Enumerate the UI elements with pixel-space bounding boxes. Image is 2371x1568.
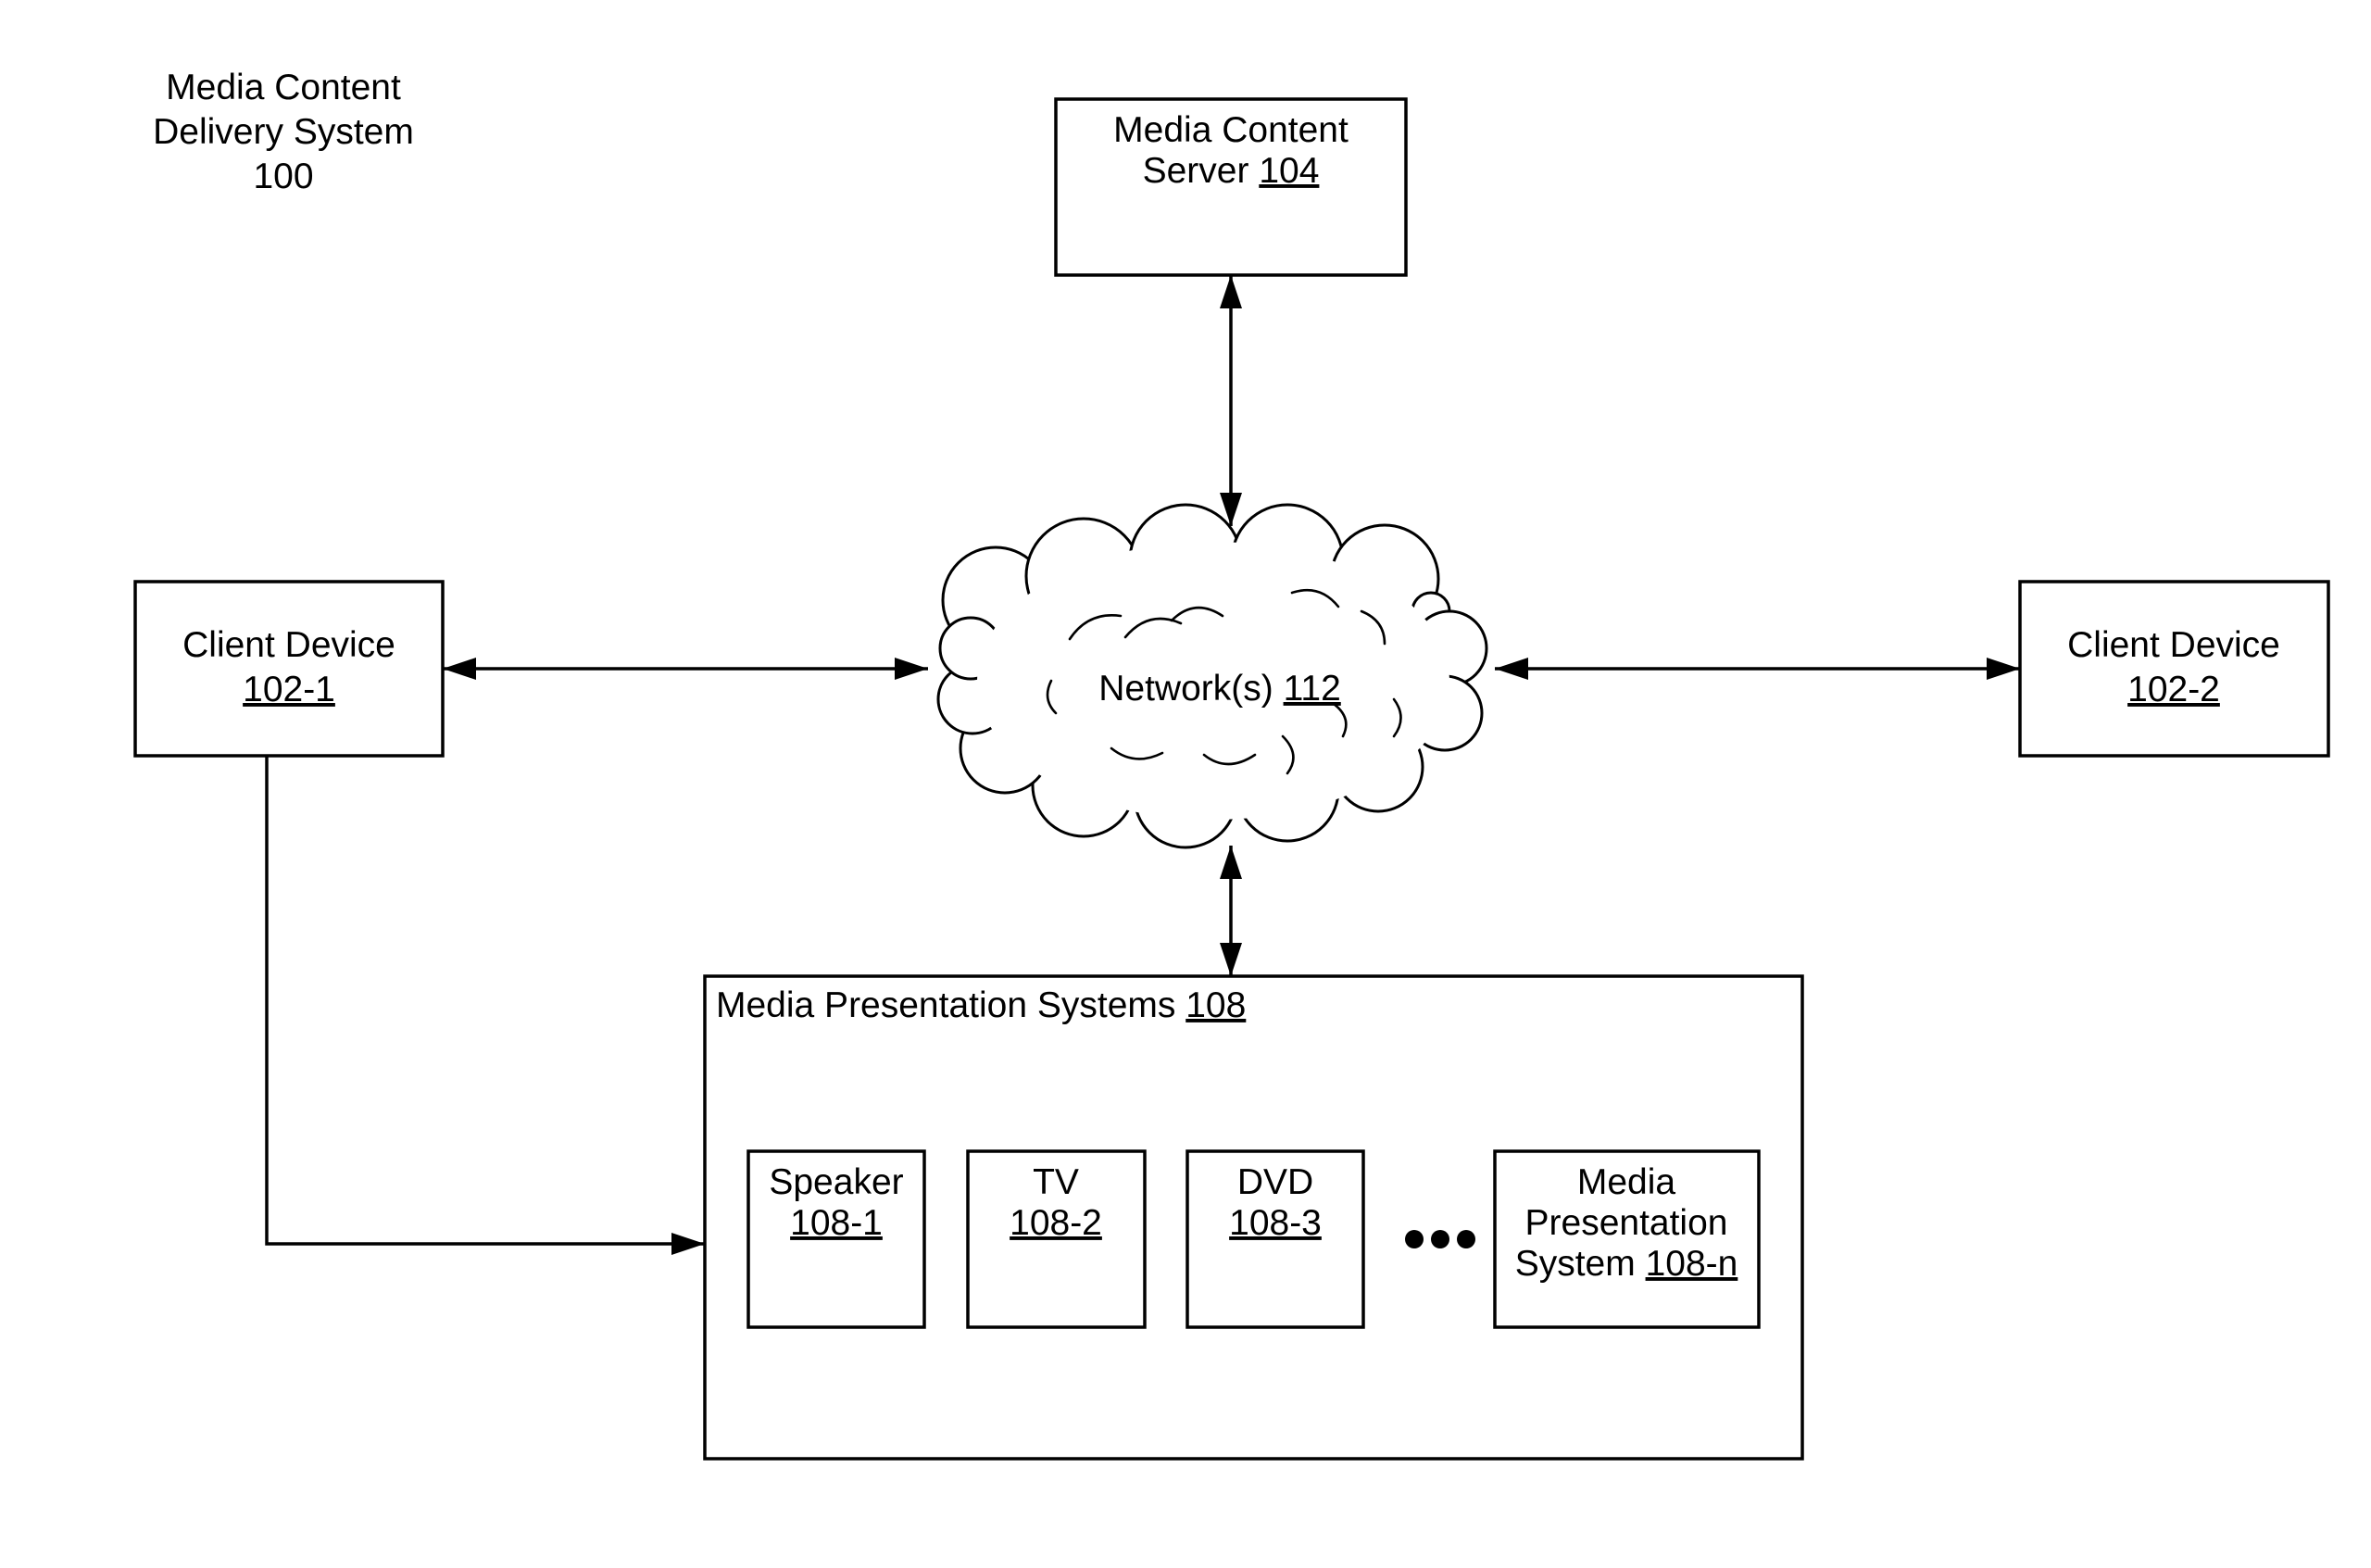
media-content-server-ref: 104 xyxy=(1259,151,1319,191)
network-label: Network(s) 112 xyxy=(1098,669,1341,709)
system-title-line-1: Media Content xyxy=(166,68,401,107)
device-speaker-box xyxy=(746,1149,926,1329)
device-tv-label: TV xyxy=(1033,1162,1079,1202)
device-tv: TV 108-2 xyxy=(966,1149,1147,1329)
device-dvd-ref: 108-3 xyxy=(1229,1203,1322,1243)
device-tv-ref: 108-2 xyxy=(1010,1203,1102,1243)
client-device-1-label: Client Device xyxy=(182,625,395,665)
device-n-box xyxy=(1493,1149,1761,1329)
media-content-server-box xyxy=(1054,97,1408,277)
cloud-inner-arcs xyxy=(1046,588,1402,775)
media-content-server-name: Server xyxy=(1143,151,1260,191)
network-ref: 112 xyxy=(1284,669,1341,709)
client-device-1-box xyxy=(133,580,445,758)
device-n-line-2: Presentation xyxy=(1525,1203,1728,1243)
device-dvd: DVD 108-3 xyxy=(1186,1149,1365,1329)
client-device-1-ref: 102-1 xyxy=(243,670,335,709)
media-presentation-systems-name: Media Presentation Systems xyxy=(716,985,1186,1025)
device-dvd-box xyxy=(1186,1149,1365,1329)
system-title-ref: 100 xyxy=(253,157,313,196)
device-speaker-label: Speaker xyxy=(769,1162,903,1202)
client-device-2-label: Client Device xyxy=(2067,625,2280,665)
client-device-2: Client Device 102-2 xyxy=(2018,580,2330,758)
device-n-line-1: Media xyxy=(1577,1162,1676,1202)
device-speaker: Speaker 108-1 xyxy=(746,1149,926,1329)
media-content-server-line-2: Server 104 xyxy=(1143,151,1320,191)
system-title: Media Content Delivery System 100 xyxy=(153,68,414,196)
connectors xyxy=(265,275,2020,1255)
device-dvd-label: DVD xyxy=(1237,1162,1313,1202)
media-presentation-systems: Media Presentation Systems 108 Speaker 1… xyxy=(703,974,1804,1461)
media-presentation-systems-label: Media Presentation Systems 108 xyxy=(716,985,1246,1025)
device-n-name: System xyxy=(1515,1244,1646,1284)
media-content-server-line-1: Media Content xyxy=(1113,110,1349,150)
media-content-server: Media Content Server 104 xyxy=(1054,97,1408,277)
device-n-ref: 108-n xyxy=(1646,1244,1738,1284)
device-media-presentation-system-n: Media Presentation System 108-n xyxy=(1493,1149,1761,1329)
media-presentation-systems-ref: 108 xyxy=(1186,985,1246,1025)
device-speaker-ref: 108-1 xyxy=(790,1203,883,1243)
device-tv-box xyxy=(966,1149,1147,1329)
device-n-line-3: System 108-n xyxy=(1515,1244,1738,1284)
cloud-outline xyxy=(936,503,1488,849)
client-device-2-box xyxy=(2018,580,2330,758)
client-device-1: Client Device 102-1 xyxy=(133,580,445,758)
system-title-line-2: Delivery System xyxy=(153,112,414,152)
network-cloud-icon: Network(s) 112 xyxy=(936,503,1488,849)
ellipsis-icon xyxy=(1405,1230,1475,1248)
client1-mps-arrow xyxy=(265,756,705,1255)
network-name: Network(s) xyxy=(1098,669,1283,709)
client-device-2-ref: 102-2 xyxy=(2127,670,2220,709)
